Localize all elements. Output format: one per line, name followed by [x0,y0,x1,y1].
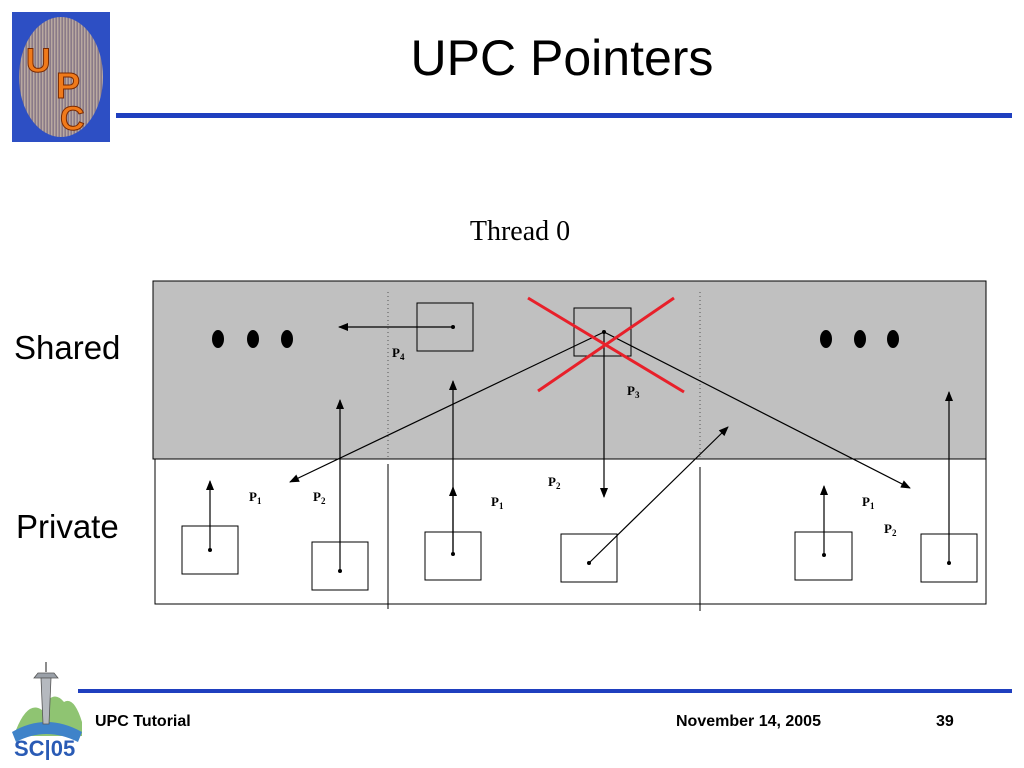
label-p3: P3 [627,383,640,400]
arrow-p3-to-right [603,331,911,489]
label-p2-right: P2 [884,521,897,538]
upc-logo-c: C [60,100,85,138]
label-p1-right: P1 [862,494,875,511]
arrow-p3-to-left [289,331,605,483]
upc-logo-u: U [26,42,51,80]
ellipsis-right [820,330,899,348]
label-p2-left: P2 [313,489,326,506]
private-box-4 [560,533,618,583]
arrow-private-to-shared [588,426,729,564]
ellipsis-left [212,330,293,348]
upc-logo-p: P [56,65,80,106]
thread-label: Thread 0 [469,216,571,247]
sc05-logo-wave [12,722,82,742]
label-p1-middle: P1 [491,494,504,511]
slide-number: 39 [936,713,954,730]
invalid-cross [527,296,685,394]
title-divider [116,113,1012,118]
shared-region-label: Shared [14,329,121,366]
private-region-label: Private [16,508,119,545]
sc05-logo-text: SC|05 [14,736,75,760]
label-p1-left: P1 [249,489,262,506]
slide-title: UPC Pointers [410,30,714,86]
label-p2-middle: P2 [548,474,561,491]
shared-box-p3 [573,307,632,357]
footer-date: November 14, 2005 [676,713,821,730]
footer-divider [78,689,1012,693]
space-needle-icon [33,672,59,679]
label-p4: P4 [392,345,405,362]
upc-logo-oval [19,17,103,137]
sc05-logo: SC|05 [12,662,82,760]
footer-title: UPC Tutorial [95,713,191,730]
upc-logo: U P C [12,12,110,142]
